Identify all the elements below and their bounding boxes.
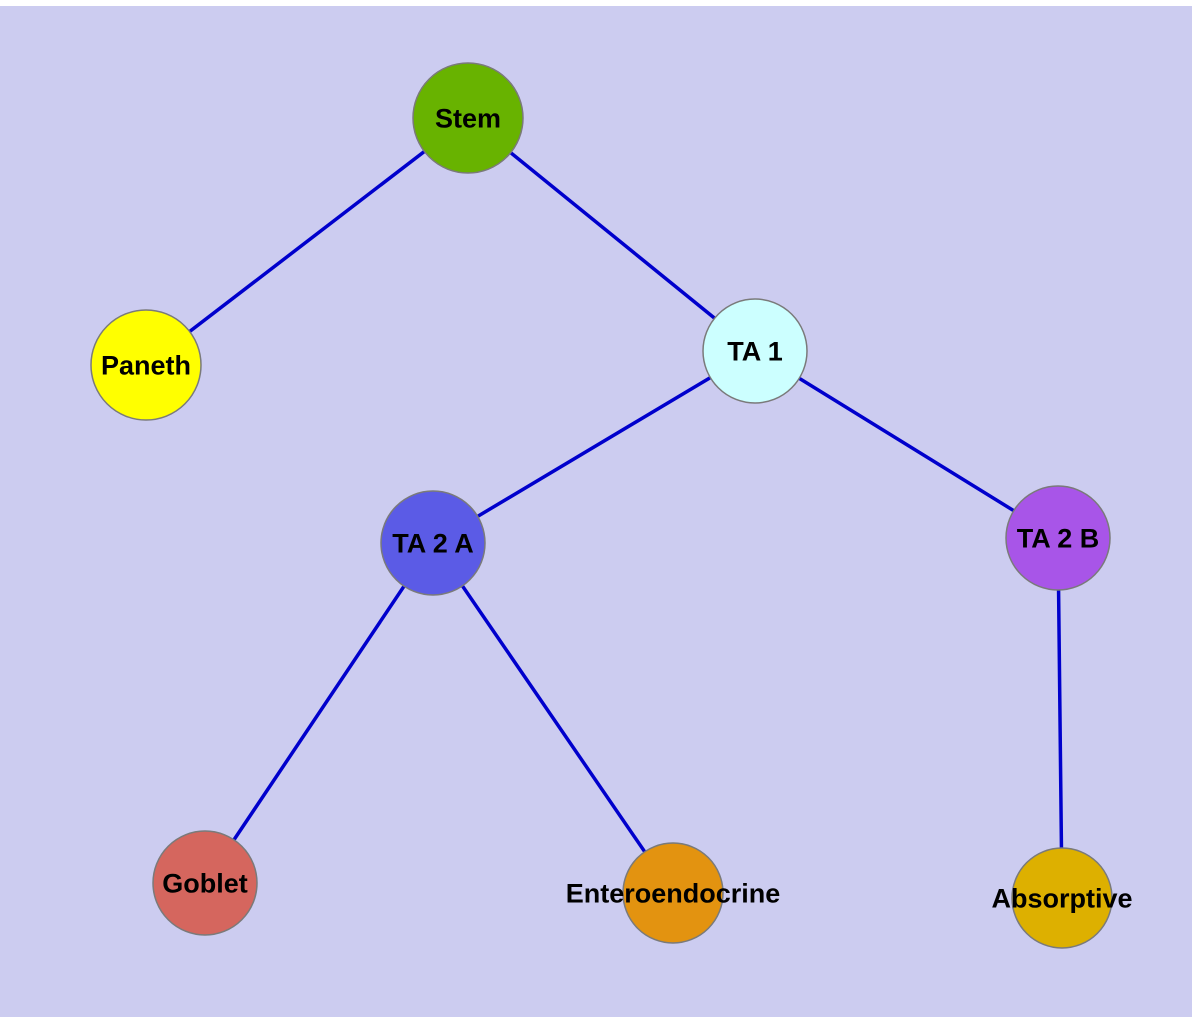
- node-ta2b: [1005, 485, 1111, 591]
- edge-stem-paneth: [144, 116, 470, 367]
- node-stem: [412, 62, 524, 174]
- edge-ta2a-enteroendocrine: [431, 541, 675, 895]
- node-ta1: [702, 298, 808, 404]
- edge-ta2a-goblet: [203, 541, 435, 885]
- node-paneth: [90, 309, 202, 421]
- edge-ta1-ta2a: [431, 349, 757, 545]
- node-goblet: [152, 830, 258, 936]
- node-ta2a: [380, 490, 486, 596]
- edge-ta2b-absorptive: [1056, 536, 1064, 900]
- node-absorptive: [1011, 847, 1113, 949]
- node-enteroendocrine: [622, 842, 724, 944]
- edge-stem-ta1: [466, 116, 757, 353]
- edge-ta1-ta2b: [753, 349, 1060, 540]
